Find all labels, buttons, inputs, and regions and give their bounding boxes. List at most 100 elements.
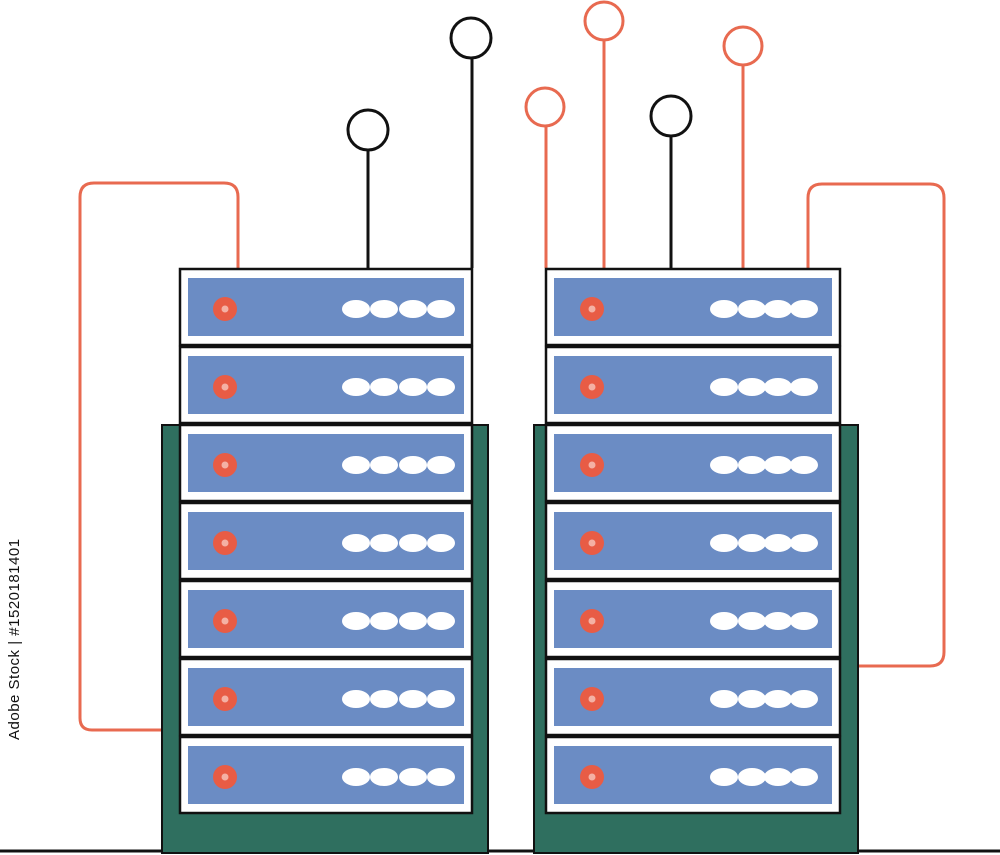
drive-slot (710, 534, 738, 552)
antenna-2-tip (449, 16, 493, 60)
server-unit (178, 735, 474, 815)
drive-slot (790, 690, 818, 708)
server-unit (178, 657, 474, 737)
drive-slot (427, 456, 455, 474)
drive-slot (790, 534, 818, 552)
antenna-3 (524, 86, 566, 268)
drive-slot (710, 690, 738, 708)
antenna-2 (449, 16, 493, 268)
drive-slot (370, 300, 398, 318)
watermark-id-text: Adobe Stock | #1520181401 (6, 538, 23, 740)
drive-slot (427, 378, 455, 396)
drive-slot (738, 300, 766, 318)
status-led-highlight (588, 461, 596, 469)
drive-slot (710, 300, 738, 318)
antenna-6 (722, 25, 764, 268)
drive-slot (370, 768, 398, 786)
drive-slot (764, 612, 792, 630)
antenna-5-tip (649, 94, 693, 138)
drive-slot (790, 456, 818, 474)
status-led-highlight (221, 695, 229, 703)
drive-slot (738, 690, 766, 708)
drive-slot (342, 300, 370, 318)
drive-slot (764, 768, 792, 786)
status-led-highlight (221, 617, 229, 625)
drive-slot (342, 456, 370, 474)
drive-slot (370, 534, 398, 552)
drive-slot (764, 690, 792, 708)
server-unit (544, 657, 842, 737)
drive-slot (399, 612, 427, 630)
drive-slot (710, 378, 738, 396)
drive-slot (342, 768, 370, 786)
drive-slot (764, 300, 792, 318)
drive-slot (738, 768, 766, 786)
drive-slot (790, 768, 818, 786)
server-rack-left (178, 267, 474, 815)
drive-slot (738, 612, 766, 630)
drive-slot (710, 456, 738, 474)
status-led-highlight (588, 695, 596, 703)
drive-slot (710, 768, 738, 786)
cable-right (806, 182, 946, 668)
status-led-highlight (221, 461, 229, 469)
drive-slot (399, 378, 427, 396)
drive-slot (399, 690, 427, 708)
drive-slot (738, 456, 766, 474)
drive-slot (399, 768, 427, 786)
status-led-highlight (588, 773, 596, 781)
server-unit (544, 423, 842, 503)
drive-slot (342, 534, 370, 552)
drive-slot (370, 378, 398, 396)
drive-slot (790, 612, 818, 630)
status-led-highlight (221, 773, 229, 781)
drive-slot (710, 612, 738, 630)
server-unit (544, 735, 842, 815)
antenna-1 (346, 108, 390, 268)
server-unit (178, 579, 474, 659)
antenna-6-tip (722, 25, 764, 67)
status-led-highlight (588, 539, 596, 547)
antenna-4 (583, 0, 625, 268)
drive-slot (764, 534, 792, 552)
server-unit (544, 267, 842, 347)
server-unit (544, 579, 842, 659)
status-led-highlight (221, 383, 229, 391)
antenna-3-tip (524, 86, 566, 128)
drive-slot (342, 612, 370, 630)
drive-slot (342, 690, 370, 708)
status-led-highlight (588, 617, 596, 625)
drive-slot (790, 300, 818, 318)
drive-slot (399, 456, 427, 474)
status-led-highlight (221, 305, 229, 313)
drive-slot (399, 300, 427, 318)
drive-slot (342, 378, 370, 396)
server-unit (178, 423, 474, 503)
drive-slot (427, 690, 455, 708)
status-led-highlight (588, 383, 596, 391)
drive-slot (399, 534, 427, 552)
drive-slot (738, 534, 766, 552)
drive-slot (370, 456, 398, 474)
cable-left (78, 181, 240, 732)
server-unit (178, 345, 474, 425)
drive-slot (427, 300, 455, 318)
server-unit (178, 501, 474, 581)
drive-slot (427, 612, 455, 630)
status-led-highlight (221, 539, 229, 547)
drive-slot (427, 534, 455, 552)
server-unit (544, 501, 842, 581)
drive-slot (790, 378, 818, 396)
status-led-highlight (588, 305, 596, 313)
drive-slot (427, 768, 455, 786)
server-rack-right (544, 267, 842, 815)
drive-slot (370, 612, 398, 630)
antenna-5 (649, 94, 693, 268)
antenna-4-tip (583, 0, 625, 42)
drive-slot (764, 456, 792, 474)
server-unit (178, 267, 474, 347)
antenna-1-tip (346, 108, 390, 152)
drive-slot (764, 378, 792, 396)
server-unit (544, 345, 842, 425)
